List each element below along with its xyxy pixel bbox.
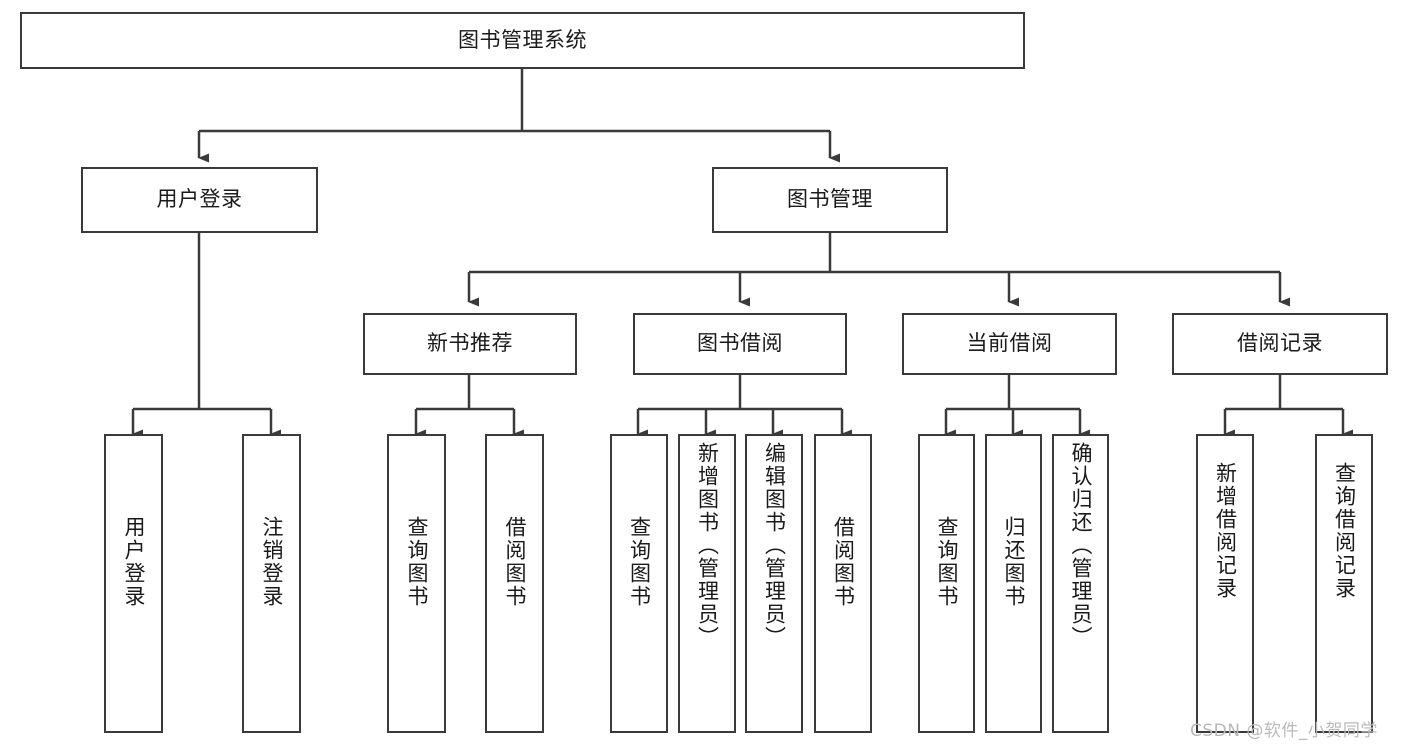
node-label: 注销登录	[260, 516, 284, 608]
node-leaf-query-book-3[interactable]: 查询图书	[918, 434, 975, 733]
node-label: 归还图书	[1002, 516, 1026, 608]
node-label: 查询图书	[627, 516, 652, 608]
node-label: 查询图书	[405, 516, 429, 608]
node-current-borrow[interactable]: 当前借阅	[902, 313, 1117, 375]
node-label: 新增图书（管理员）	[695, 442, 720, 649]
node-leaf-add-book[interactable]: 新增图书（管理员）	[678, 434, 736, 733]
node-label: 图书借阅	[697, 331, 783, 356]
node-label: 查询借阅记录	[1332, 462, 1357, 600]
node-label: 当前借阅	[966, 331, 1053, 356]
node-label: 借阅图书	[503, 516, 527, 608]
node-leaf-add-record[interactable]: 新增借阅记录	[1196, 434, 1254, 733]
node-label: 用户登录	[122, 516, 146, 608]
node-leaf-borrow-book-2[interactable]: 借阅图书	[814, 434, 872, 733]
node-label: 确认归还（管理员）	[1069, 442, 1093, 649]
watermark-csdn: CSDN @软件_小贺同学	[1190, 721, 1378, 741]
node-root-system[interactable]: 图书管理系统	[20, 12, 1025, 69]
node-label: 图书管理	[787, 187, 873, 212]
node-label: 新增借阅记录	[1213, 462, 1238, 600]
node-label: 编辑图书（管理员）	[762, 442, 787, 649]
node-user-login[interactable]: 用户登录	[81, 167, 318, 233]
node-leaf-user-logout[interactable]: 注销登录	[242, 434, 301, 733]
node-leaf-query-book-2[interactable]: 查询图书	[610, 434, 668, 733]
node-leaf-return-book[interactable]: 归还图书	[985, 434, 1042, 733]
node-leaf-user-login[interactable]: 用户登录	[104, 434, 163, 733]
node-leaf-query-book-1[interactable]: 查询图书	[387, 434, 446, 733]
node-leaf-borrow-book-1[interactable]: 借阅图书	[485, 434, 544, 733]
node-book-borrow[interactable]: 图书借阅	[633, 313, 847, 375]
node-label: 用户登录	[156, 187, 243, 212]
node-label: 借阅图书	[831, 516, 856, 608]
node-label: 图书管理系统	[458, 27, 587, 52]
node-book-manage[interactable]: 图书管理	[712, 167, 948, 233]
node-leaf-edit-book[interactable]: 编辑图书（管理员）	[745, 434, 803, 733]
node-leaf-query-record[interactable]: 查询借阅记录	[1315, 434, 1373, 733]
node-borrow-record[interactable]: 借阅记录	[1172, 313, 1388, 375]
node-new-book-rec[interactable]: 新书推荐	[363, 313, 577, 375]
node-leaf-confirm-return[interactable]: 确认归还（管理员）	[1052, 434, 1109, 733]
node-label: 查询图书	[935, 516, 959, 608]
node-label: 借阅记录	[1237, 331, 1323, 356]
node-label: 新书推荐	[427, 331, 513, 356]
